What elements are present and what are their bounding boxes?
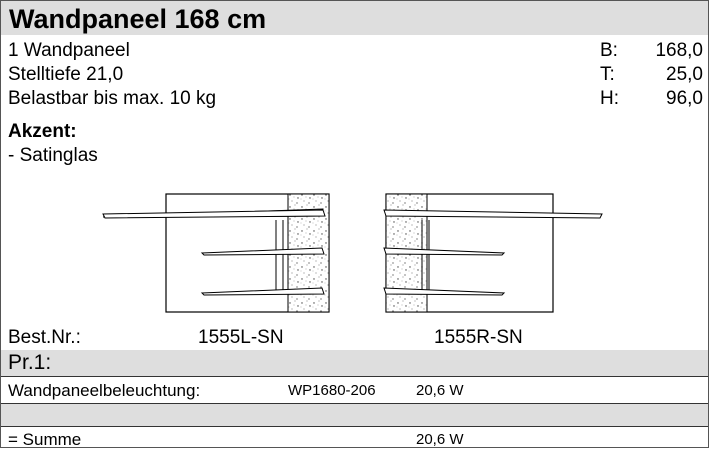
- total-power: 20,6 W: [416, 431, 464, 448]
- accent-heading: Akzent:: [8, 121, 77, 142]
- divider: [1, 403, 708, 404]
- lighting-power: 20,6 W: [416, 382, 464, 399]
- total-label: = Summe: [8, 430, 82, 449]
- title-bar: Wandpaneel 168 cm: [1, 1, 708, 35]
- spec-line-2: Stelltiefe 21,0: [8, 64, 124, 85]
- page-title: Wandpaneel 168 cm: [9, 4, 267, 34]
- order-number-right: 1555R-SN: [434, 327, 523, 348]
- width-label: B:: [600, 40, 618, 61]
- empty-row: [1, 404, 708, 426]
- depth-label: T:: [600, 64, 615, 85]
- height-value: 96,0: [666, 88, 703, 109]
- wall-panel-drawing: [102, 193, 603, 313]
- depth-value: 25,0: [666, 64, 703, 85]
- order-number-label: Best.Nr.:: [8, 327, 81, 348]
- divider: [1, 376, 708, 377]
- divider: [1, 426, 708, 427]
- lighting-code: WP1680-206: [288, 382, 376, 399]
- right-panel-drawing: [383, 193, 603, 313]
- spec-line-1: 1 Wandpaneel: [8, 40, 130, 61]
- spec-line-3: Belastbar bis max. 10 kg: [8, 88, 217, 109]
- accent-item: - Satinglas: [8, 145, 98, 166]
- width-value: 168,0: [655, 40, 703, 61]
- left-panel-drawing: [102, 193, 330, 313]
- height-label: H:: [600, 88, 619, 109]
- lighting-name: Wandpaneelbeleuchtung:: [8, 381, 201, 400]
- price-group-label: Pr.1:: [8, 351, 52, 374]
- price-group-bar: Pr.1:: [1, 350, 708, 376]
- order-number-left: 1555L-SN: [198, 327, 284, 348]
